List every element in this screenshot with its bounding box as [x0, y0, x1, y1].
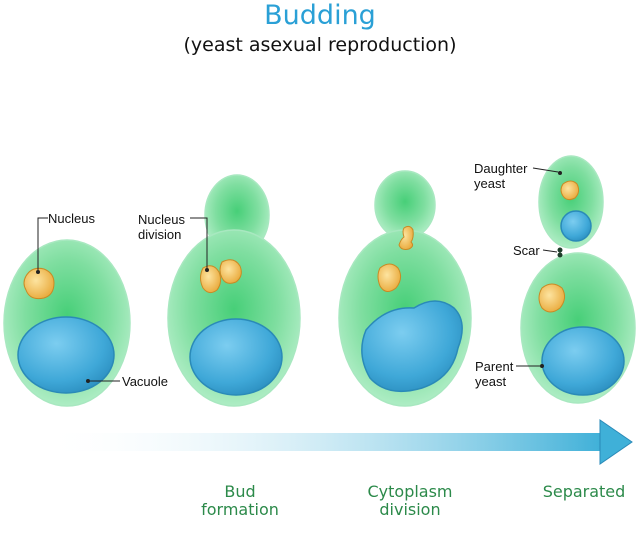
- daughter-line-2: yeast: [474, 176, 506, 191]
- parent-line-1: Parent: [475, 359, 514, 374]
- daughter-pointer: [532, 167, 559, 173]
- scar-dot-top: [557, 247, 563, 253]
- stage-separated: Separated: [542, 482, 626, 501]
- dividing-nucleus-shape: [398, 225, 414, 250]
- nucleus-division-label: Nucleus division: [138, 212, 185, 242]
- stage-cyto-line-1: Cytoplasm: [367, 482, 453, 501]
- timeline-arrow: [40, 419, 633, 465]
- vacuole-shape: [189, 318, 283, 396]
- scar-label: Scar: [513, 243, 540, 258]
- nucleus-label: Nucleus: [48, 211, 95, 226]
- stage-bud-line-2: formation: [201, 500, 279, 519]
- nucleus-shape: [377, 263, 402, 292]
- nucleus-division-line-2: division: [138, 227, 182, 242]
- daughter-yeast-label: Daughter yeast: [474, 161, 527, 191]
- parent-yeast-label: Parent yeast: [475, 359, 513, 389]
- stage-cyto-line-2: division: [379, 500, 441, 519]
- nucleus-division-pointer: [190, 217, 208, 268]
- diagram-subtitle: (yeast asexual reproduction): [183, 34, 457, 56]
- stage-bud-line-1: Bud: [224, 482, 256, 501]
- diagram-title: Budding: [264, 0, 376, 31]
- nucleus-half-right: [219, 259, 242, 284]
- stage-bud-formation: Bud formation: [185, 483, 295, 519]
- daughter-line-1: Daughter: [474, 161, 528, 176]
- nucleus-division-line-1: Nucleus: [138, 212, 185, 227]
- parent-line-2: yeast: [475, 374, 507, 389]
- pointer-lines: [37, 167, 559, 382]
- vacuole-shape: [361, 300, 463, 393]
- nucleus-shape: [23, 267, 55, 300]
- scar-dot-bottom: [557, 252, 563, 258]
- vacuole-shape: [17, 316, 115, 394]
- scar-pointer: [542, 249, 558, 253]
- stage-cytoplasm-division: Cytoplasm division: [350, 483, 470, 519]
- nucleus-half-left: [200, 265, 222, 294]
- yeast-cell-4: [520, 155, 636, 404]
- vacuole-label: Vacuole: [122, 374, 169, 389]
- yeast-cell-1: [3, 239, 131, 407]
- nucleus-pointer: [37, 217, 48, 270]
- yeast-cell-3: [338, 170, 472, 407]
- yeast-cell-2: [167, 174, 301, 407]
